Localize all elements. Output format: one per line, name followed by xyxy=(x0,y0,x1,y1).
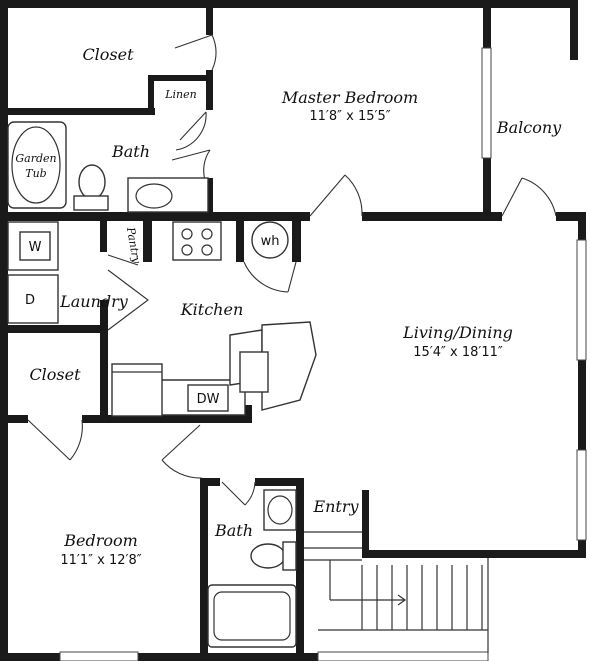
master-bedroom-dims: 11′8″ x 15′5″ xyxy=(309,109,390,124)
bath-master-label: Bath xyxy=(111,142,150,161)
water-heater-label: wh xyxy=(261,234,280,249)
bath-second-label: Bath xyxy=(214,521,253,540)
doors xyxy=(27,34,557,506)
laundry-label: Laundry xyxy=(59,292,129,311)
bedroom-dims: 11′1″ x 12′8″ xyxy=(60,553,141,568)
appliance-labels: W D wh DW xyxy=(25,234,279,407)
windows xyxy=(59,47,587,661)
fixtures xyxy=(7,121,489,653)
pantry-label: Pantry xyxy=(124,225,143,265)
closet-left-label: Closet xyxy=(29,365,81,384)
room-labels: Closet Linen Master Bedroom 11′8″ x 15′5… xyxy=(15,45,562,568)
washer-label: W xyxy=(29,240,42,255)
master-bedroom-label: Master Bedroom xyxy=(281,88,418,107)
entry-label: Entry xyxy=(312,497,359,516)
balcony-label: Balcony xyxy=(496,118,562,137)
bedroom-label: Bedroom xyxy=(63,531,138,550)
living-dining-dims: 15′4″ x 18′11″ xyxy=(413,345,503,360)
closet-top-label: Closet xyxy=(82,45,134,64)
kitchen-label: Kitchen xyxy=(180,300,244,319)
garden-tub-label-2: Tub xyxy=(25,167,46,180)
living-dining-label: Living/Dining xyxy=(402,323,513,342)
linen-label: Linen xyxy=(164,88,197,101)
dishwasher-label: DW xyxy=(197,392,220,407)
dryer-label: D xyxy=(25,293,35,308)
garden-tub-label-1: Garden xyxy=(15,152,56,165)
